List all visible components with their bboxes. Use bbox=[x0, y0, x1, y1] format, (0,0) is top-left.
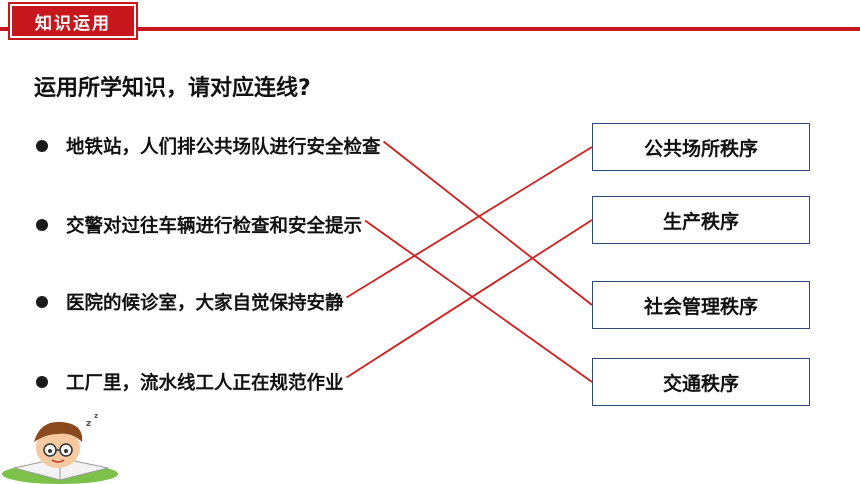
match-line-1 bbox=[364, 219, 593, 383]
item-3[interactable]: 工厂里，流水线工人正在规范作业 bbox=[36, 367, 344, 397]
match-line-0 bbox=[382, 140, 593, 306]
box-0[interactable]: 公共场所秩序 bbox=[592, 123, 810, 171]
item-label: 地铁站，人们排公共场队进行安全检查 bbox=[66, 137, 381, 158]
box-2[interactable]: 社会管理秩序 bbox=[592, 281, 810, 329]
bullet-icon bbox=[36, 296, 48, 308]
bullet-icon bbox=[36, 140, 48, 152]
item-label: 工厂里，流水线工人正在规范作业 bbox=[66, 373, 344, 394]
svg-text:z: z bbox=[86, 419, 91, 429]
reading-kid-illustration: z z bbox=[2, 412, 118, 484]
match-line-2 bbox=[346, 146, 593, 299]
item-label: 交警对过往车辆进行检查和安全提示 bbox=[66, 216, 363, 237]
item-2[interactable]: 医院的候诊室，大家自觉保持安静 bbox=[36, 287, 344, 317]
section-badge: 知识运用 bbox=[8, 2, 138, 40]
bullet-icon bbox=[36, 376, 48, 388]
match-line-3 bbox=[346, 219, 593, 379]
bullet-icon bbox=[36, 219, 48, 231]
item-1[interactable]: 交警对过往车辆进行检查和安全提示 bbox=[36, 210, 362, 240]
box-1[interactable]: 生产秩序 bbox=[592, 196, 810, 244]
item-0[interactable]: 地铁站，人们排公共场队进行安全检查 bbox=[36, 131, 381, 161]
item-label: 医院的候诊室，大家自觉保持安静 bbox=[66, 293, 344, 314]
question-text: 运用所学知识，请对应连线? bbox=[34, 76, 311, 101]
box-3[interactable]: 交通秩序 bbox=[592, 358, 810, 406]
svg-text:z: z bbox=[94, 412, 98, 420]
title-bar-rule bbox=[0, 27, 860, 31]
